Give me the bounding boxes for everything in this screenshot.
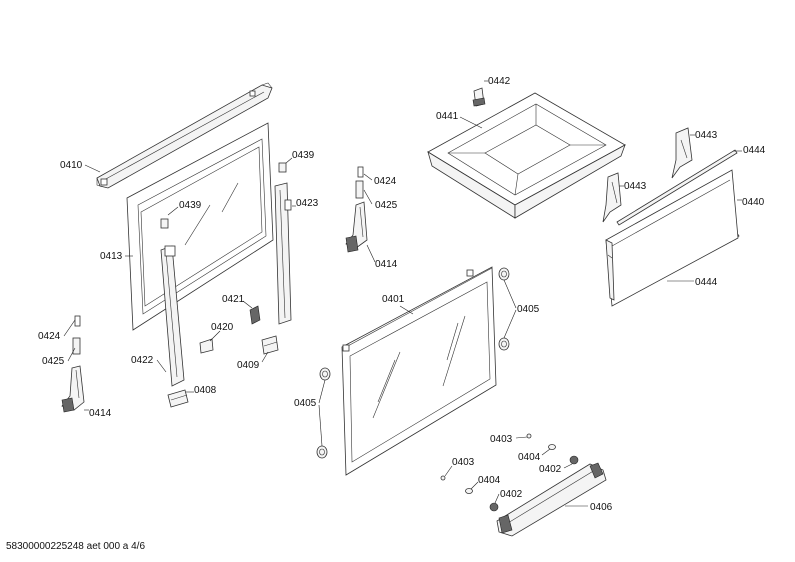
label-0404-a: 0404 <box>518 452 541 463</box>
label-0401: 0401 <box>382 294 405 305</box>
drawer-seal-rod-part-top <box>616 149 738 226</box>
small-bracket-part-0420 <box>199 338 214 354</box>
label-0405-right: 0405 <box>517 304 540 315</box>
label-0439-b: 0439 <box>292 150 315 161</box>
small-bracket-part-0421 <box>249 305 261 325</box>
label-0403-b: 0403 <box>452 457 475 468</box>
handle-screw-part-b <box>440 475 499 512</box>
label-0441: 0441 <box>436 111 459 122</box>
label-0422: 0422 <box>131 355 154 366</box>
drawer-runner-part-b <box>602 172 622 223</box>
center-hinge-assembly-part <box>345 166 368 253</box>
left-door-rail-part <box>160 245 185 387</box>
drawer-runner-part-a <box>671 127 693 179</box>
label-0409: 0409 <box>237 360 260 371</box>
door-bumper-part-left <box>316 367 331 459</box>
door-top-trim-part <box>96 82 273 189</box>
label-0442: 0442 <box>488 76 511 87</box>
label-0402-b: 0402 <box>500 489 523 500</box>
label-0425-center: 0425 <box>375 200 398 211</box>
label-0444-top: 0444 <box>743 145 766 156</box>
label-0410: 0410 <box>60 160 83 171</box>
drawer-front-panel-part <box>605 169 739 307</box>
hinge-cover-part-0409 <box>261 335 279 355</box>
right-door-rail-part <box>274 182 292 325</box>
label-0440: 0440 <box>742 197 765 208</box>
label-0420: 0420 <box>211 322 234 333</box>
label-0424-left: 0424 <box>38 331 61 342</box>
label-0439-a: 0439 <box>179 200 202 211</box>
label-0406: 0406 <box>590 502 613 513</box>
label-0421: 0421 <box>222 294 245 305</box>
door-handle-part <box>496 462 607 537</box>
left-hinge-assembly-part <box>61 315 85 413</box>
label-0404-b: 0404 <box>478 475 501 486</box>
glass-clip-part-b <box>278 162 287 173</box>
label-0425-left: 0425 <box>42 356 65 367</box>
drawer-bracket-part <box>472 87 486 107</box>
label-0423: 0423 <box>296 198 319 209</box>
outer-door-glass-part <box>341 266 497 476</box>
handle-screw-part-a <box>526 433 579 465</box>
document-reference-footer: 58300000225248 aet 000 a 4/6 <box>6 541 146 552</box>
label-0405-left: 0405 <box>294 398 317 409</box>
label-0403-a: 0403 <box>490 434 513 445</box>
glass-clip-part-a <box>160 218 169 229</box>
label-0424-center: 0424 <box>374 176 397 187</box>
storage-drawer-tray-part <box>427 92 626 219</box>
label-0444-bottom: 0444 <box>695 277 718 288</box>
label-0414-left: 0414 <box>89 408 112 419</box>
label-0443-a: 0443 <box>695 130 718 141</box>
label-0443-b: 0443 <box>624 181 647 192</box>
hinge-cover-part-0408 <box>167 389 189 408</box>
label-0414-center: 0414 <box>375 259 398 270</box>
label-0402-a: 0402 <box>539 464 562 475</box>
label-0408: 0408 <box>194 385 217 396</box>
label-0413: 0413 <box>100 251 123 262</box>
